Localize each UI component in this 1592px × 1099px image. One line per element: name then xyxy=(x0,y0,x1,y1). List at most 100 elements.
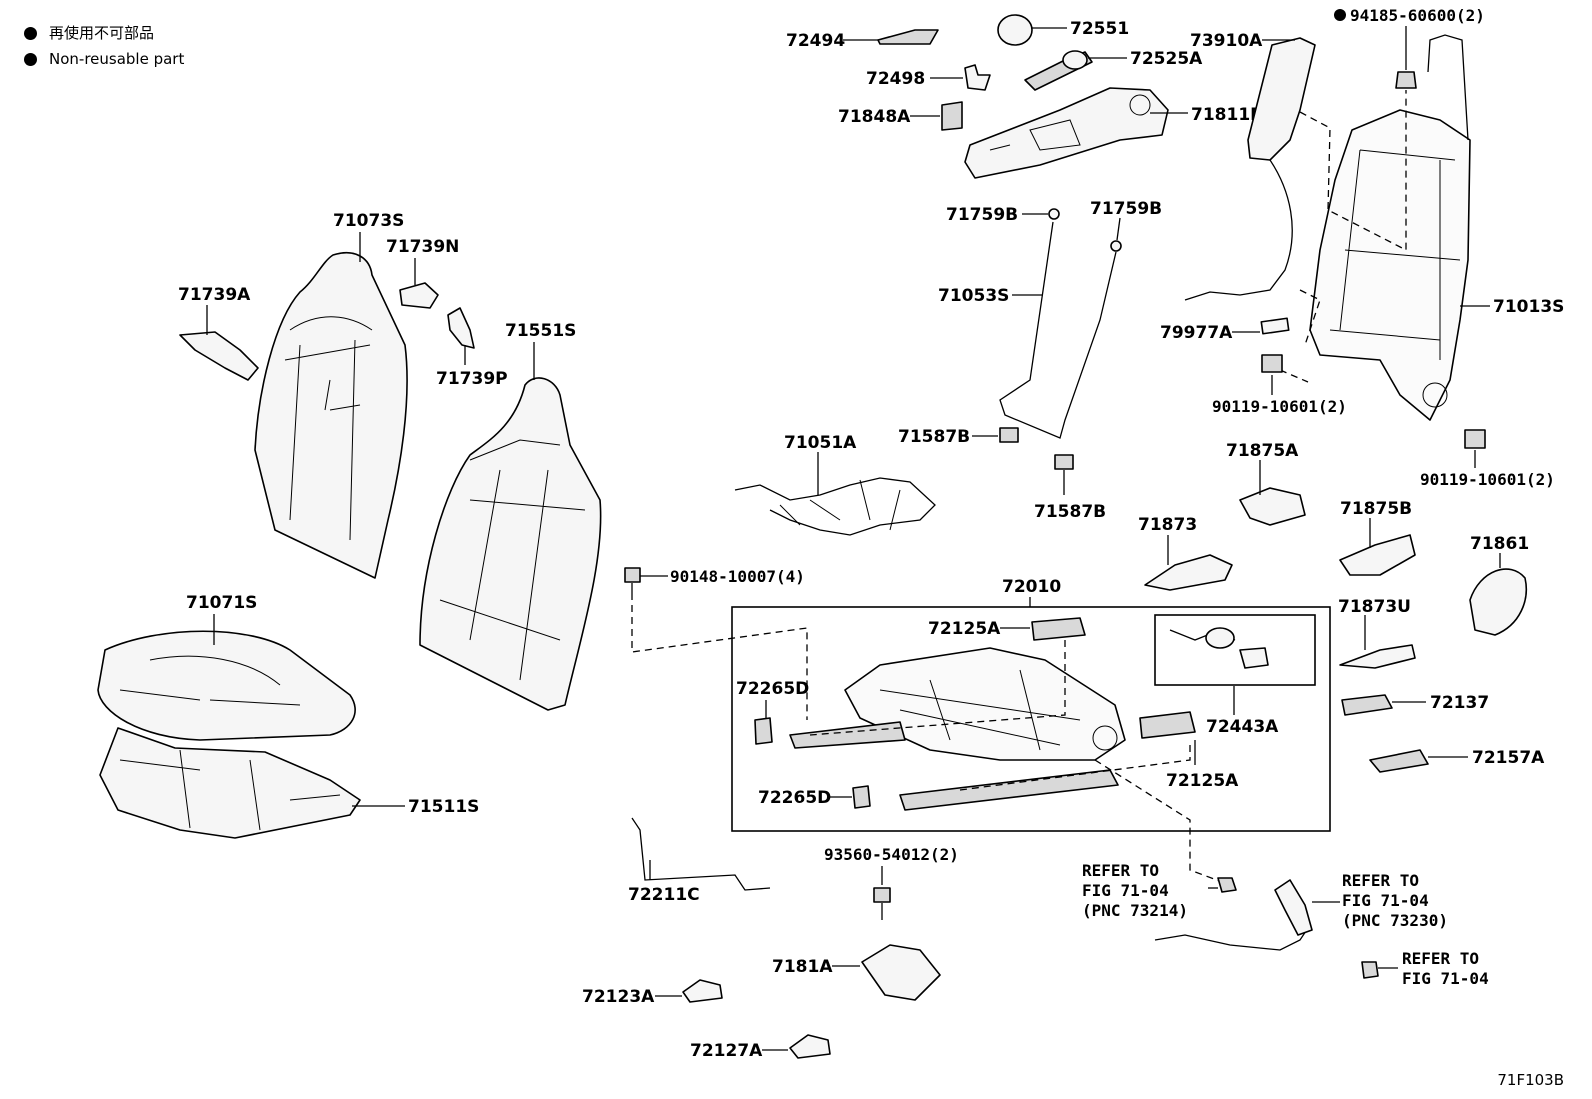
knob-72551-part xyxy=(997,14,1033,46)
cover-bracket-71739A-part xyxy=(179,331,259,381)
pad-79977A-part xyxy=(1260,317,1290,335)
cover-72125A-lower-part xyxy=(1139,711,1196,739)
clip-72265D-upper-part xyxy=(754,717,773,745)
callout-71073S: 71073S xyxy=(333,211,404,231)
callout-90119-right: 90119-10601(2) xyxy=(1420,470,1555,489)
callout-72157A: 72157A xyxy=(1472,748,1545,768)
bolt-90148-part xyxy=(624,567,641,583)
bracket-71875B-part xyxy=(1339,534,1416,576)
nut-94185-part xyxy=(1395,71,1417,89)
seatback-cover-part xyxy=(254,251,408,579)
callout-72265D-upper: 72265D xyxy=(736,679,809,699)
non-reusable-dot-icon xyxy=(1334,9,1346,21)
callout-71873U: 71873U xyxy=(1338,597,1411,617)
callout-71875B: 71875B xyxy=(1340,499,1412,519)
callout-72525A: 72525A xyxy=(1130,49,1203,69)
switch-72443A-part xyxy=(1169,627,1269,669)
cover-72157A-part xyxy=(1369,749,1429,773)
seat-cushion-cover-part xyxy=(97,630,356,741)
bracket-71875A-part xyxy=(1239,487,1306,526)
ref-2-line-3: (PNC 73230) xyxy=(1342,911,1448,930)
callout-72443A: 72443A xyxy=(1206,717,1279,737)
figure-code: 71F103B xyxy=(1497,1071,1564,1089)
assembly-72010-box xyxy=(731,606,1331,832)
callout-71739N: 71739N xyxy=(386,237,459,257)
cap-71759B-right-part xyxy=(1110,240,1122,252)
side-module-73910A-part xyxy=(1184,37,1316,301)
callout-71848A: 71848A xyxy=(838,107,911,127)
callout-72010: 72010 xyxy=(1002,577,1061,597)
callout-71051A: 71051A xyxy=(784,433,857,453)
callout-71013S: 71013S xyxy=(1493,297,1564,317)
callout-71759B-left: 71759B xyxy=(946,205,1018,225)
seat-adjuster-frame-part xyxy=(789,647,1126,811)
seatback-frame-71013S-part xyxy=(1309,34,1471,421)
wire-harness-71051A-part xyxy=(734,477,936,536)
ref-3-line-1: REFER TO xyxy=(1402,949,1479,968)
callout-71587B-upper: 71587B xyxy=(898,427,970,447)
callout-72137: 72137 xyxy=(1430,693,1489,713)
cover-71873-part xyxy=(1144,554,1233,591)
cover-72123A-part xyxy=(682,979,723,1003)
callout-71873: 71873 xyxy=(1138,515,1197,535)
clip-72265D-lower-part xyxy=(852,785,871,809)
ref-1-line-3: (PNC 73214) xyxy=(1082,901,1188,920)
callout-71739A: 71739A xyxy=(178,285,251,305)
cap-71759B-left-part xyxy=(1048,208,1060,220)
bracket-71848A-part xyxy=(941,101,963,131)
callout-71759B-right: 71759B xyxy=(1090,199,1162,219)
non-reusable-dot-icon xyxy=(24,52,37,66)
bolt-90119-left-part xyxy=(1261,354,1283,373)
callout-71071S: 71071S xyxy=(186,593,257,613)
clip-71587B-lower-part xyxy=(1054,454,1074,470)
callout-72123A: 72123A xyxy=(582,987,655,1007)
callout-79977A: 79977A xyxy=(1160,323,1233,343)
callout-73910A: 73910A xyxy=(1190,31,1263,51)
cover-72125A-upper-part xyxy=(1031,617,1086,641)
bolt-93560-part xyxy=(873,887,891,903)
bracket-7181A-part xyxy=(861,944,941,1001)
ref-2-line-1: REFER TO xyxy=(1342,871,1419,890)
callout-71511S: 71511S xyxy=(408,797,479,817)
wire-harness-bottom-part xyxy=(1154,877,1379,979)
clip-72498-part xyxy=(964,64,991,91)
cover-71861-part xyxy=(1469,568,1527,636)
lever-72525A-part xyxy=(1024,50,1093,91)
callout-90119-left: 90119-10601(2) xyxy=(1212,397,1347,416)
inset-72443A-box xyxy=(1154,614,1316,686)
callout-72265D-lower: 72265D xyxy=(758,788,831,808)
callout-71551S: 71551S xyxy=(505,321,576,341)
ref-2-line-2: FIG 71-04 xyxy=(1342,891,1429,910)
cover-72494-part xyxy=(877,29,939,45)
ref-1-line-2: FIG 71-04 xyxy=(1082,881,1169,900)
side-shield-71811D-part xyxy=(964,87,1169,179)
legend-text-jp: 再使用不可部品 xyxy=(49,24,155,42)
callout-71053S: 71053S xyxy=(938,286,1009,306)
callout-72125A-upper: 72125A xyxy=(928,619,1001,639)
callout-90148: 90148-10007(4) xyxy=(670,567,805,586)
cover-72127A-part xyxy=(789,1034,831,1059)
callout-72211C: 72211C xyxy=(628,885,700,905)
non-reusable-dot-icon xyxy=(24,26,37,40)
legend-row-en: Non-reusable part xyxy=(24,46,184,72)
rod-72211C-part xyxy=(631,817,771,891)
callout-72494: 72494 xyxy=(786,31,845,51)
ref-1-line-1: REFER TO xyxy=(1082,861,1159,880)
cover-72137-part xyxy=(1341,694,1393,716)
legend-text-en: Non-reusable part xyxy=(49,50,185,68)
legend: 再使用不可部品 Non-reusable part xyxy=(24,20,184,72)
callout-94185: 94185-60600(2) xyxy=(1350,6,1485,25)
callout-71861: 71861 xyxy=(1470,534,1529,554)
callout-72125A-lower: 72125A xyxy=(1166,771,1239,791)
support-wire-71053S-part xyxy=(999,221,1117,439)
cover-71873U-part xyxy=(1339,644,1416,669)
seat-cushion-pad-part xyxy=(99,727,361,839)
clip-71587B-upper-part xyxy=(999,427,1019,443)
cover-clip-71739P-part xyxy=(447,307,475,349)
ref-3-line-2: FIG 71-04 xyxy=(1402,969,1489,988)
callout-71587B-lower: 71587B xyxy=(1034,502,1106,522)
callout-71811D: 71811D xyxy=(1191,105,1264,125)
seatback-pad-part xyxy=(419,377,602,711)
bolt-90119-right-part xyxy=(1464,429,1486,449)
